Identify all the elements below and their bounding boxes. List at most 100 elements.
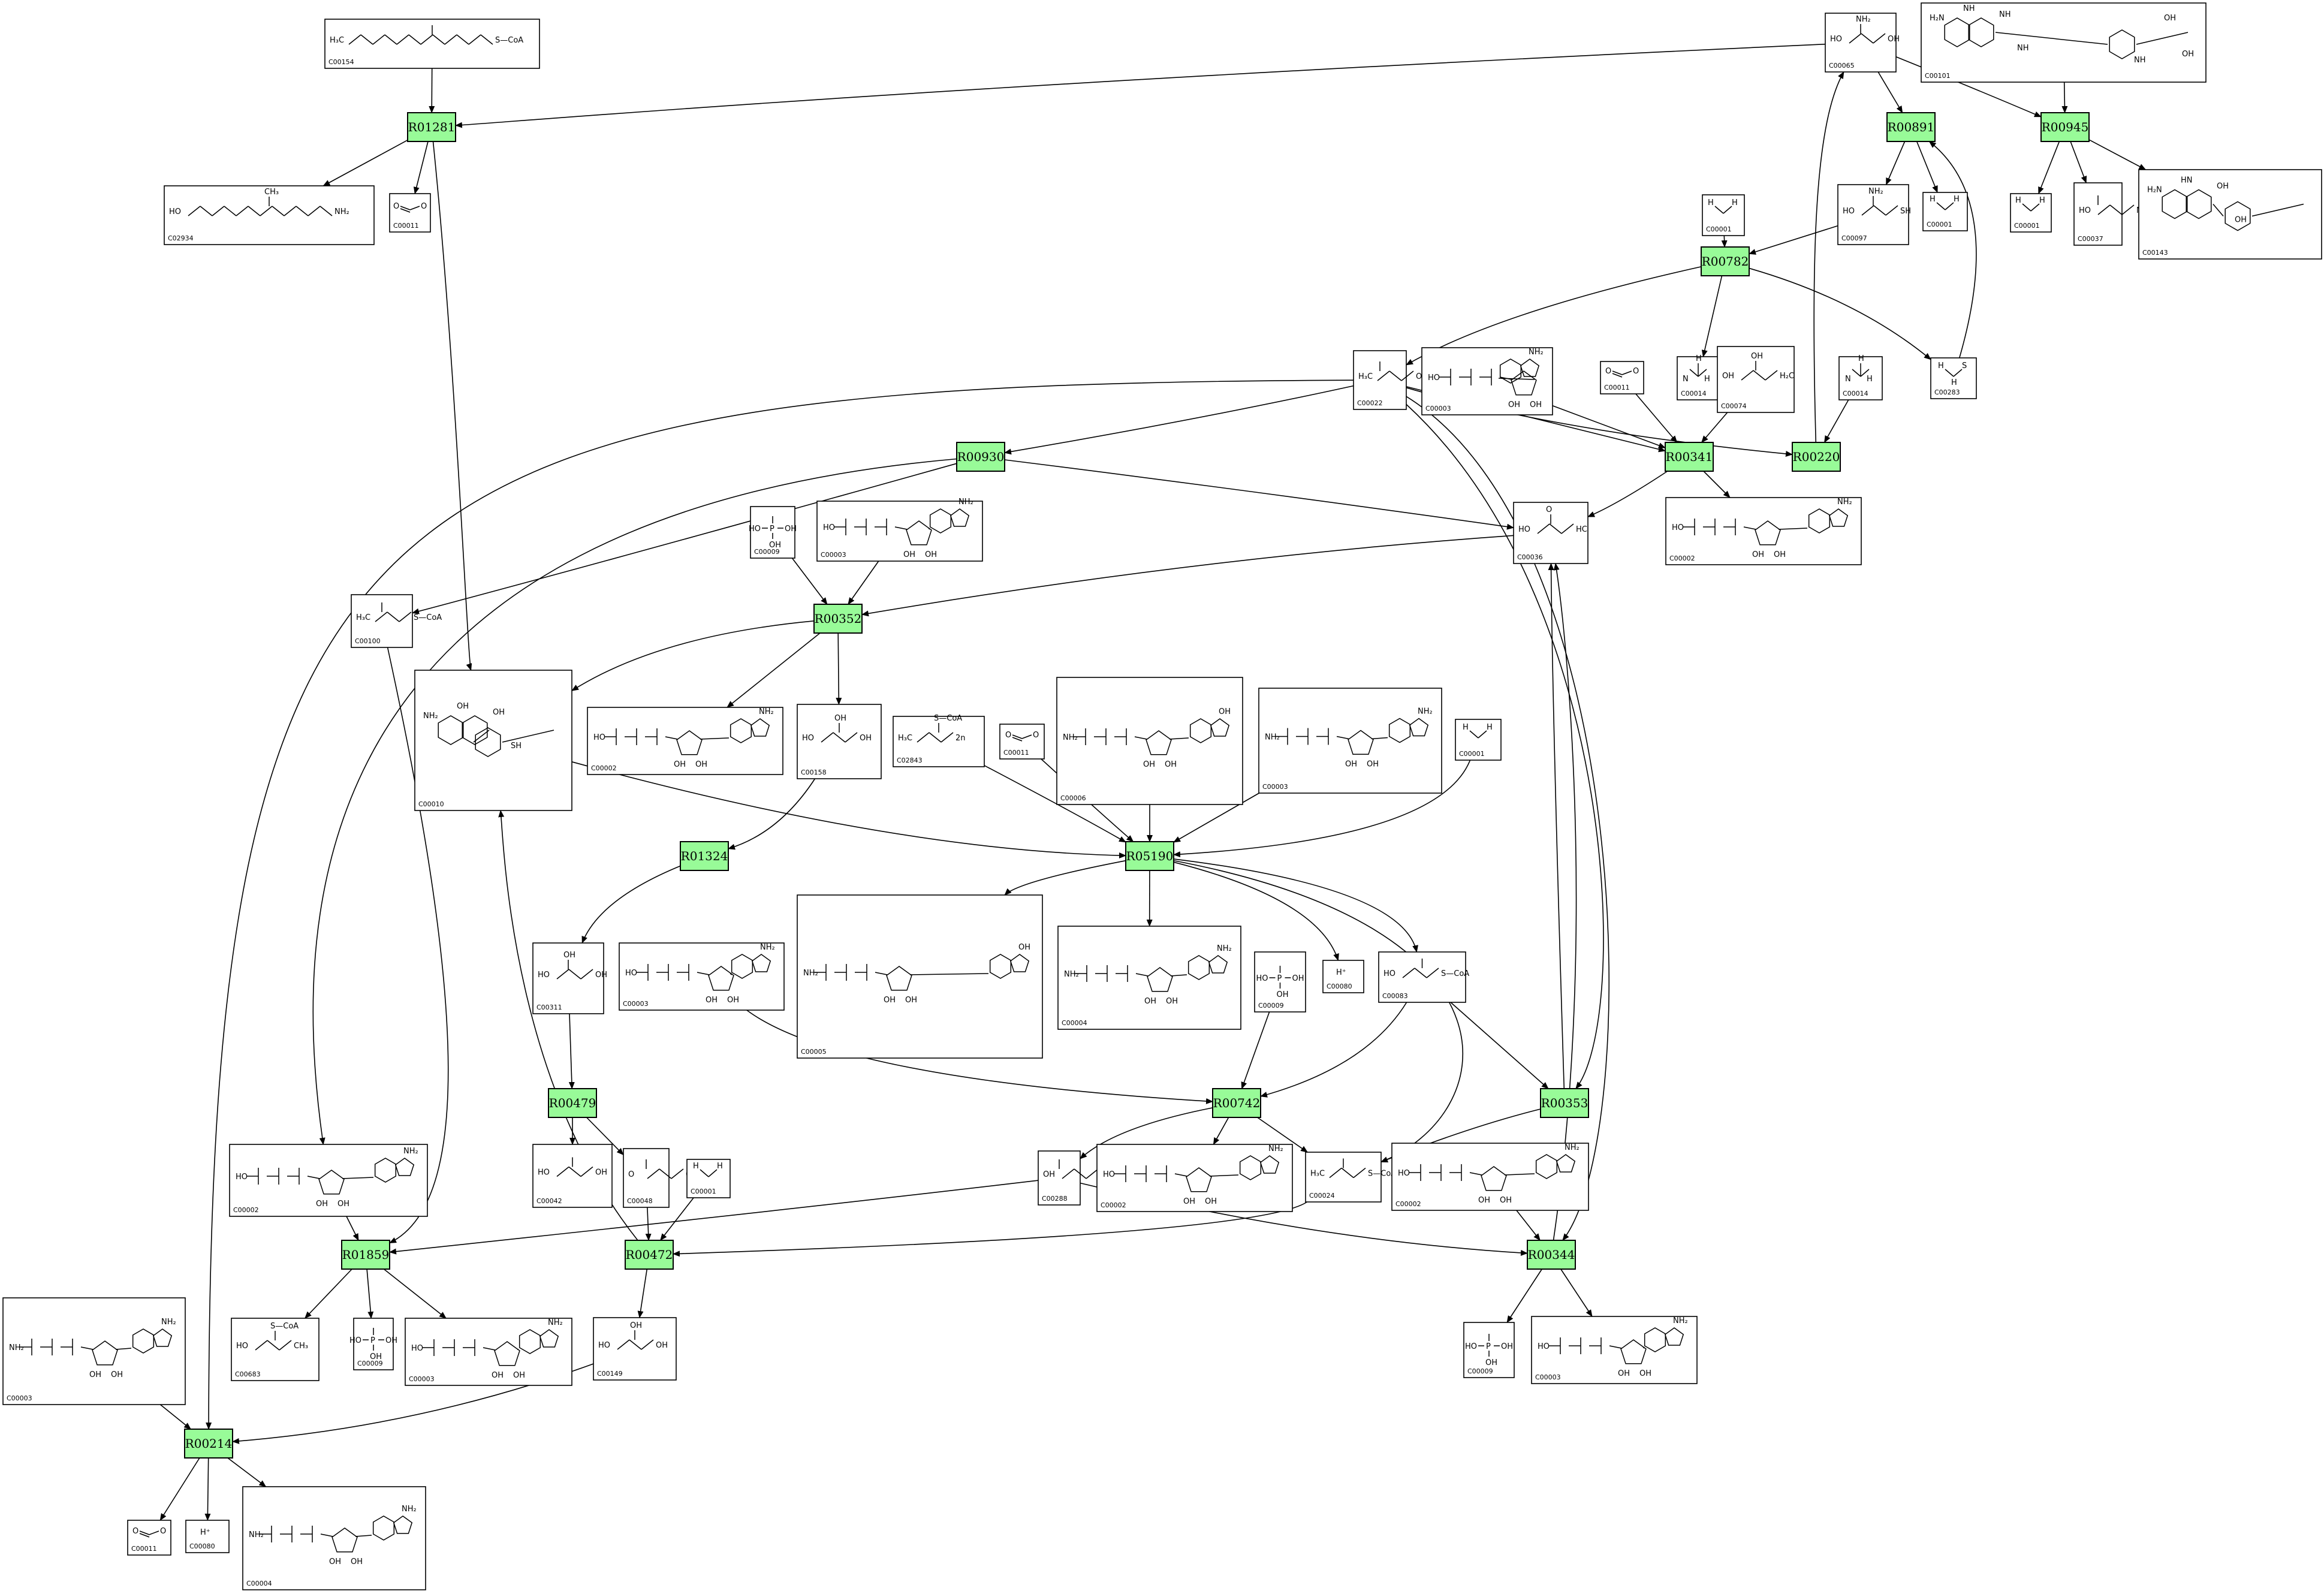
compound-node[interactable]: H₃COHC00022 xyxy=(1353,350,1428,410)
reaction-box[interactable] xyxy=(1792,442,1841,472)
compound-box[interactable] xyxy=(1837,184,1909,245)
reaction-node-r01859[interactable]: R01859 xyxy=(341,1240,390,1270)
compound-box[interactable] xyxy=(2073,182,2123,246)
compound-box[interactable] xyxy=(797,894,1043,1059)
reaction-box[interactable] xyxy=(1125,841,1174,871)
reaction-box[interactable] xyxy=(1701,246,1750,276)
reaction-node-r01324[interactable]: R01324 xyxy=(680,841,729,871)
compound-box[interactable] xyxy=(1921,2,2207,83)
reaction-box[interactable] xyxy=(680,841,729,871)
compound-node[interactable]: H⁺C00080 xyxy=(1322,960,1364,993)
compound-box[interactable] xyxy=(414,670,572,811)
compound-node[interactable]: OOHC00048 xyxy=(623,1148,698,1208)
compound-box[interactable] xyxy=(1717,346,1795,413)
compound-box[interactable] xyxy=(1600,361,1644,394)
reaction-box[interactable] xyxy=(341,1240,390,1270)
compound-box[interactable] xyxy=(1463,1322,1515,1378)
compound-box[interactable] xyxy=(353,1318,394,1370)
compound-box[interactable] xyxy=(587,707,783,775)
reaction-node-r00891[interactable]: R00891 xyxy=(1886,112,1936,142)
reaction-node-r05190[interactable]: R05190 xyxy=(1125,841,1174,871)
compound-box[interactable] xyxy=(999,724,1045,760)
reaction-box[interactable] xyxy=(1527,1240,1576,1270)
reaction-box[interactable] xyxy=(1665,442,1714,472)
compound-box[interactable] xyxy=(1513,502,1588,564)
compound-box[interactable] xyxy=(2138,169,2322,260)
reaction-node-r00214[interactable]: R00214 xyxy=(184,1429,233,1459)
reaction-box[interactable] xyxy=(1886,112,1936,142)
compound-box[interactable] xyxy=(1922,192,1968,231)
reaction-node-r00353[interactable]: R00353 xyxy=(1540,1088,1589,1118)
reaction-box[interactable] xyxy=(1212,1088,1261,1118)
compound-box[interactable] xyxy=(1702,194,1745,236)
reaction-node-r01281[interactable]: R01281 xyxy=(407,112,456,142)
compound-box[interactable] xyxy=(405,1318,572,1386)
reaction-node-r00479[interactable]: R00479 xyxy=(548,1088,597,1118)
compound-box[interactable] xyxy=(619,942,785,1011)
reaction-box[interactable] xyxy=(184,1429,233,1459)
compound-box[interactable] xyxy=(242,1486,426,1590)
compound-box[interactable] xyxy=(1421,347,1553,415)
compound-box[interactable] xyxy=(1353,350,1407,410)
compound-box[interactable] xyxy=(593,1317,677,1381)
reaction-box[interactable] xyxy=(548,1088,597,1118)
compound-node[interactable]: H⁺C00080 xyxy=(185,1520,230,1553)
compound-node[interactable]: HONH₂C00037 xyxy=(2073,182,2151,246)
compound-box[interactable] xyxy=(229,1144,428,1217)
reaction-node-r00472[interactable]: R00472 xyxy=(625,1240,674,1270)
compound-box[interactable] xyxy=(2010,193,2052,233)
compound-box[interactable] xyxy=(1056,677,1243,805)
compound-box[interactable] xyxy=(532,1144,613,1208)
compound-box[interactable] xyxy=(686,1159,731,1198)
reaction-box[interactable] xyxy=(813,604,863,634)
compound-box[interactable] xyxy=(389,193,431,233)
compound-box[interactable] xyxy=(623,1148,670,1208)
reaction-box[interactable] xyxy=(407,112,456,142)
reaction-node-r00930[interactable]: R00930 xyxy=(956,442,1005,472)
compound-box[interactable] xyxy=(127,1520,171,1556)
compound-box[interactable] xyxy=(164,185,375,245)
compound-box[interactable] xyxy=(1825,13,1897,73)
reaction-box[interactable] xyxy=(2040,112,2090,142)
compound-box[interactable] xyxy=(816,501,983,562)
